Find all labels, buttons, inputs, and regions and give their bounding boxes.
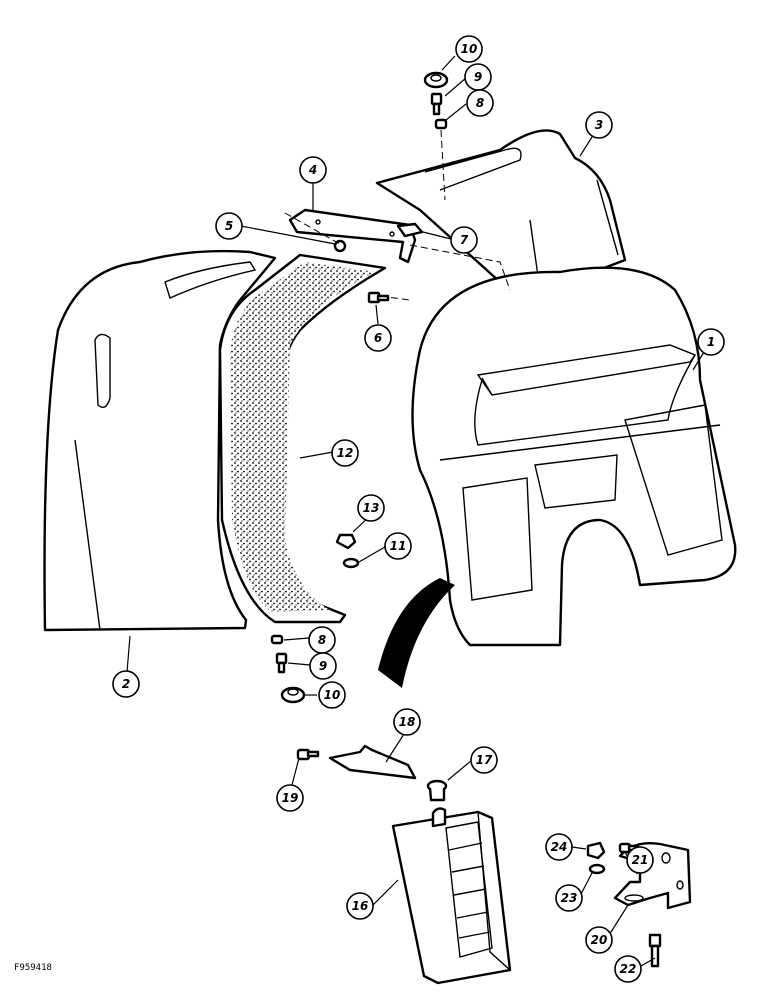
svg-text:4: 4	[308, 163, 317, 177]
instrument-panel-shroud	[411, 266, 737, 647]
callout-23: 23	[555, 884, 583, 912]
svg-text:10: 10	[324, 688, 341, 702]
clip-nut	[396, 222, 424, 238]
svg-text:6: 6	[374, 331, 382, 345]
svg-text:16: 16	[352, 899, 369, 913]
callout-1: 1	[697, 328, 725, 356]
svg-text:17: 17	[476, 753, 493, 767]
callout-6: 6	[364, 324, 392, 352]
grommet	[426, 779, 448, 802]
rear-cowl-cover	[375, 129, 627, 302]
callout-5: 5	[215, 212, 243, 240]
svg-text:12: 12	[337, 446, 354, 460]
callout-8: 8	[466, 89, 494, 117]
side-hood-panel	[43, 249, 277, 632]
svg-text:2: 2	[122, 677, 130, 691]
assembly-line	[379, 295, 411, 301]
svg-text:9: 9	[474, 70, 482, 84]
nut-5	[333, 239, 347, 253]
svg-text:23: 23	[561, 891, 578, 905]
svg-text:21: 21	[632, 853, 649, 867]
hood-seal	[218, 253, 387, 624]
svg-text:8: 8	[476, 96, 484, 110]
callout-7: 7	[450, 226, 478, 254]
lower-hardware	[270, 533, 360, 704]
transition-arrow	[378, 578, 455, 688]
svg-text:13: 13	[363, 501, 380, 515]
figure-reference: F959418	[14, 963, 52, 973]
callout-16: 16	[346, 892, 374, 920]
svg-text:1: 1	[707, 335, 715, 349]
callout-10: 10	[455, 35, 483, 63]
svg-text:7: 7	[460, 233, 469, 247]
callout-12: 12	[331, 439, 359, 467]
svg-text:19: 19	[282, 791, 299, 805]
upper-hardware	[423, 71, 449, 201]
callout-4: 4	[299, 156, 327, 184]
callout-21: 21	[626, 846, 654, 874]
bolt-6	[367, 291, 390, 304]
callout-9: 9	[309, 652, 337, 680]
bracket-plate	[328, 744, 417, 780]
assembly-line	[409, 244, 511, 291]
svg-text:8: 8	[318, 633, 326, 647]
svg-text:3: 3	[595, 118, 603, 132]
callout-8: 8	[308, 626, 336, 654]
callout-18: 18	[393, 708, 421, 736]
callout-17: 17	[470, 746, 498, 774]
callout-3: 3	[585, 111, 613, 139]
svg-text:22: 22	[620, 962, 637, 976]
callouts: 10 9 8 3 4 5 7 6 1 12 13 11 8 9 10 2 18 …	[112, 35, 725, 983]
callout-11: 11	[384, 532, 412, 560]
callout-2: 2	[112, 670, 140, 698]
callout-13: 13	[357, 494, 385, 522]
callout-19: 19	[276, 784, 304, 812]
svg-text:11: 11	[390, 539, 407, 553]
callout-22: 22	[614, 955, 642, 983]
callout-20: 20	[585, 926, 613, 954]
svg-text:24: 24	[551, 840, 568, 854]
callout-24: 24	[545, 833, 573, 861]
air-vent	[391, 807, 512, 985]
mounting-bracket	[288, 208, 417, 264]
svg-text:20: 20	[591, 933, 608, 947]
svg-text:18: 18	[399, 715, 416, 729]
svg-text:9: 9	[319, 659, 327, 673]
svg-text:5: 5	[225, 219, 233, 233]
screw-19	[296, 748, 320, 761]
callout-10: 10	[318, 681, 346, 709]
callout-9: 9	[464, 63, 492, 91]
svg-text:10: 10	[461, 42, 478, 56]
